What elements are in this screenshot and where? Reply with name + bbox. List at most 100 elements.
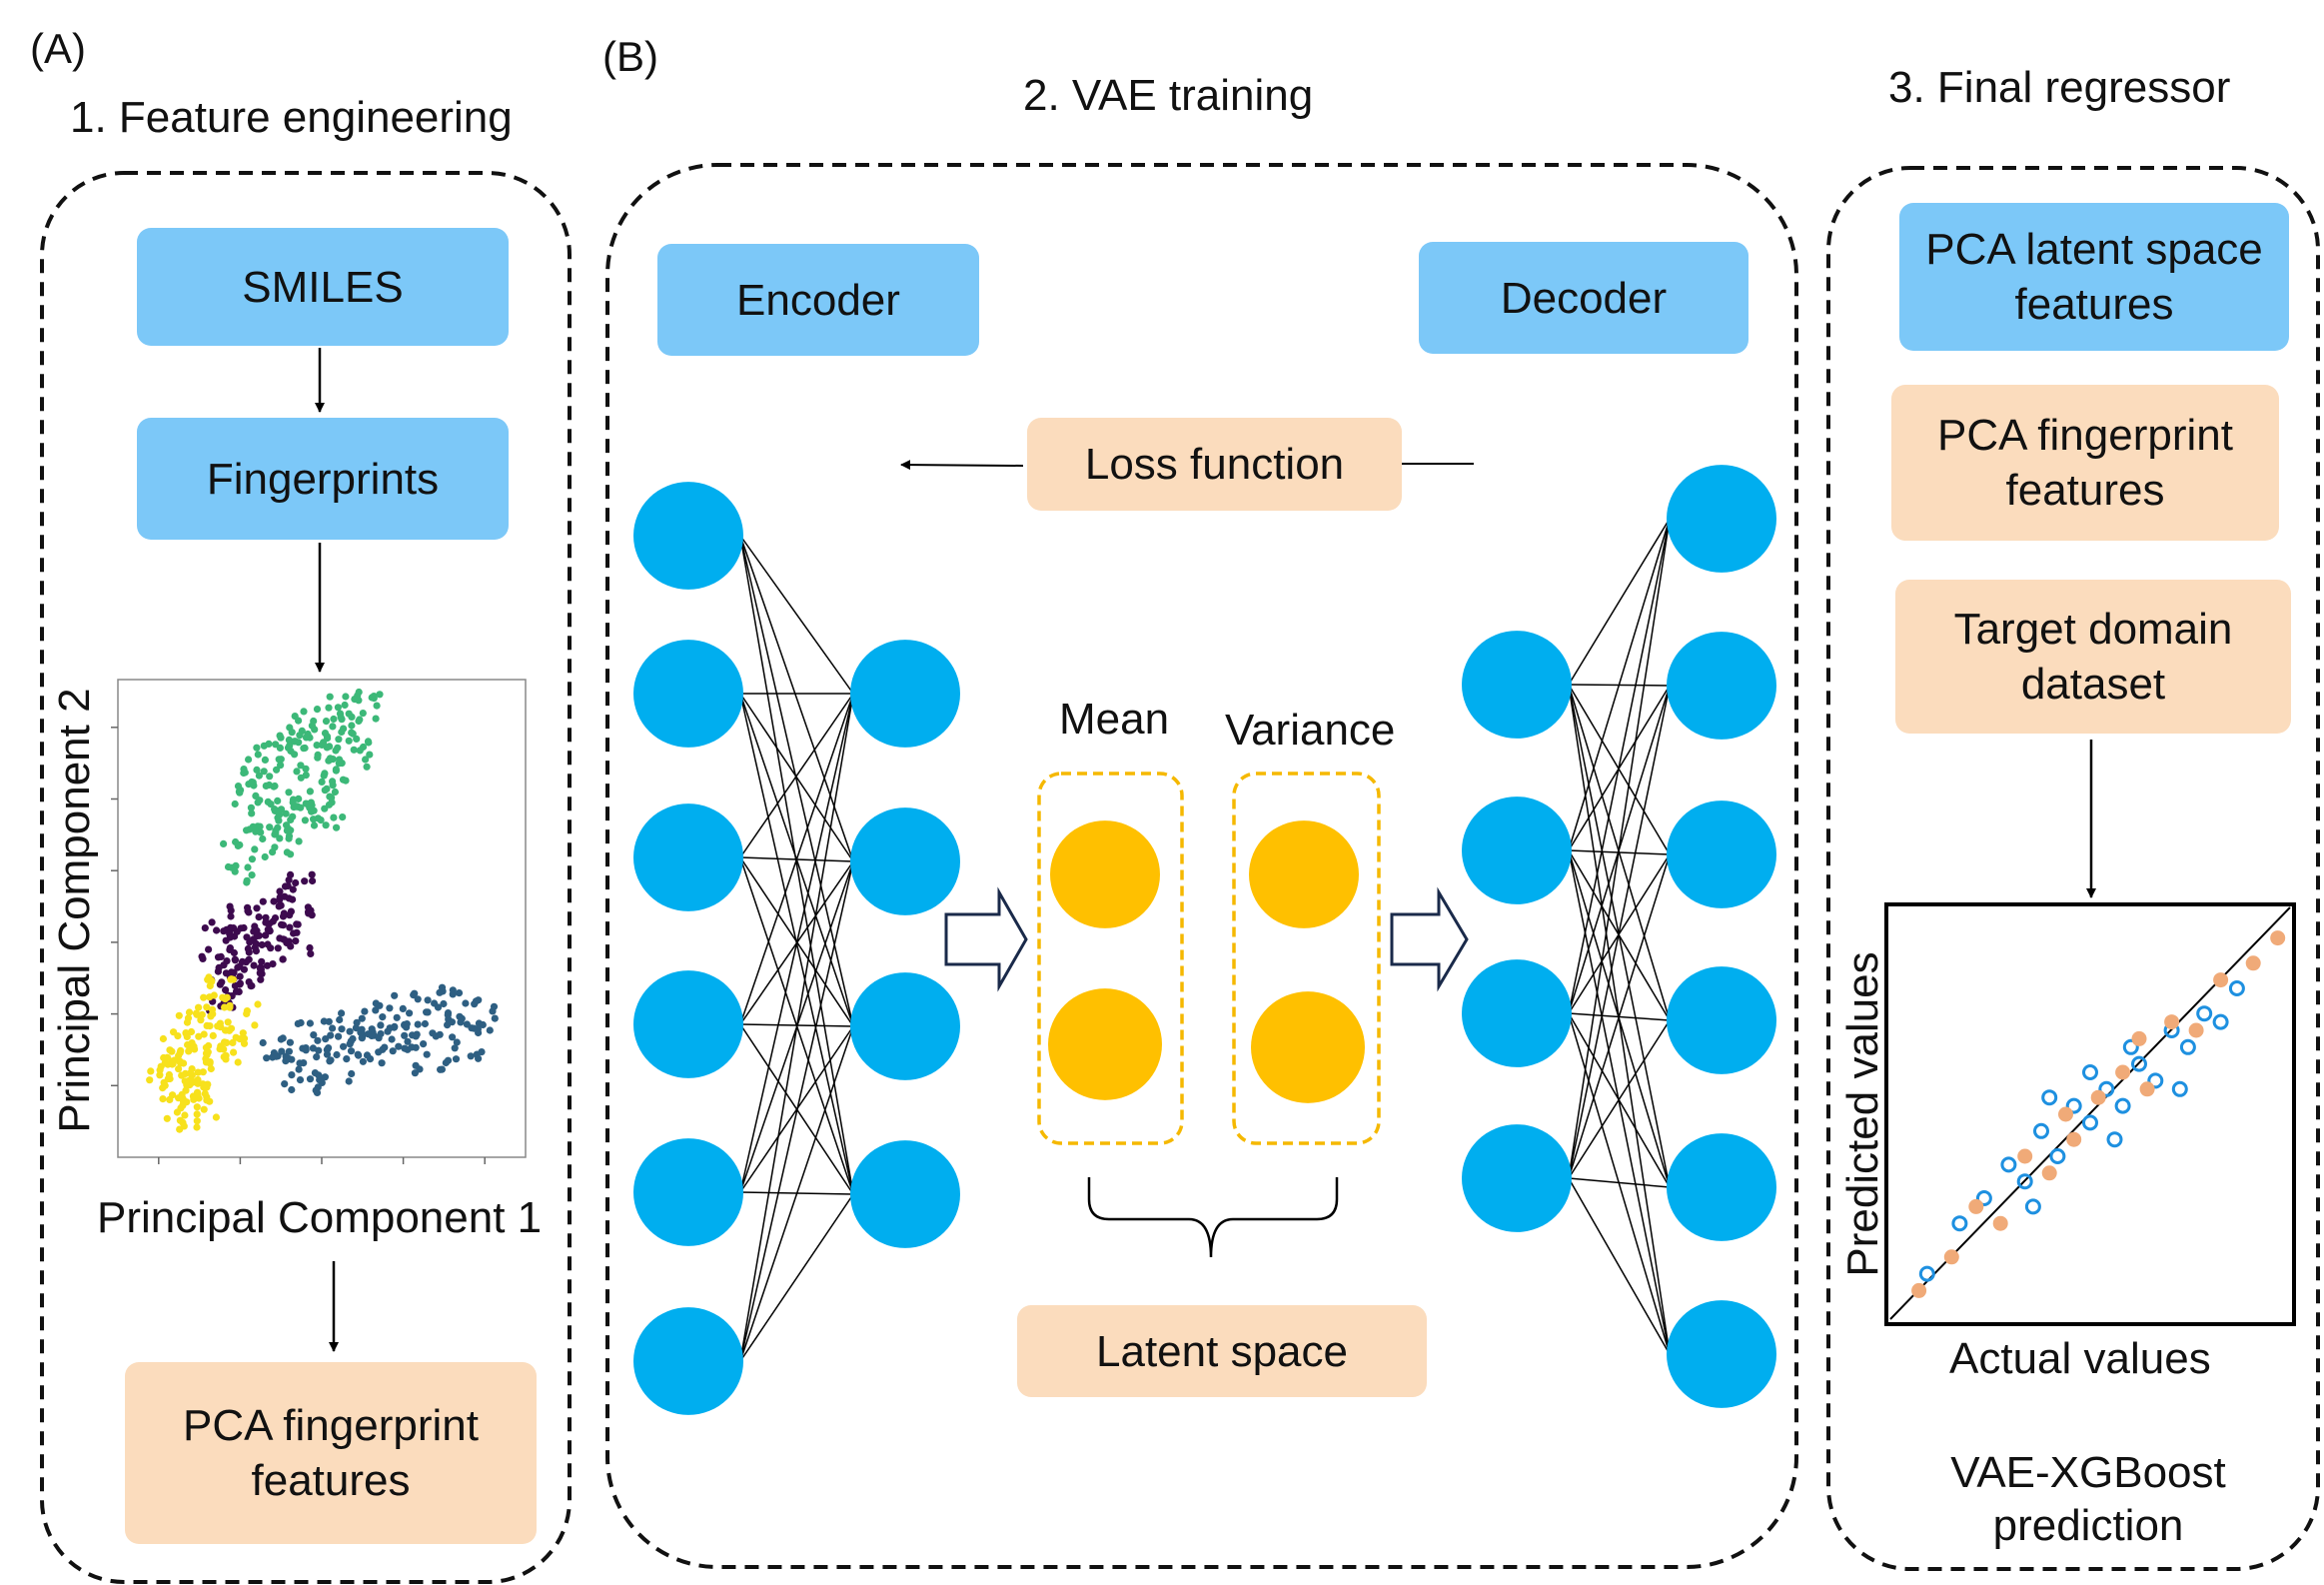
- pca-point: [207, 1012, 215, 1020]
- pca-point: [341, 701, 349, 710]
- pca-point: [379, 1013, 387, 1021]
- pca-point: [264, 925, 272, 933]
- pca-point: [321, 1073, 329, 1081]
- regression-point-open: [2147, 1072, 2164, 1089]
- network-nodes: [633, 465, 1776, 1415]
- pca-point: [271, 805, 279, 813]
- pca-point: [332, 767, 340, 775]
- pca-point: [273, 766, 281, 774]
- pca-point: [254, 1000, 262, 1008]
- pca-point: [246, 938, 254, 946]
- pca-point: [234, 1058, 242, 1066]
- pca-point: [436, 1030, 444, 1038]
- pca-point: [175, 1094, 183, 1102]
- pca-point: [229, 1038, 237, 1046]
- pca-point: [270, 1049, 278, 1057]
- pca-point: [313, 742, 321, 750]
- pca-point: [205, 1041, 213, 1050]
- pca-point: [355, 717, 363, 726]
- pca-point: [302, 765, 310, 773]
- encoder-edge: [739, 535, 854, 1195]
- pca-point: [218, 978, 226, 986]
- pca-point: [286, 1038, 294, 1046]
- pca-point: [236, 789, 244, 796]
- latent-to-decoder-arrow: [1390, 886, 1469, 992]
- pca-point: [263, 1054, 271, 1062]
- pca-point: [363, 763, 371, 771]
- pca-point: [455, 989, 464, 997]
- pca-point: [287, 907, 295, 915]
- pca-point: [302, 1046, 310, 1054]
- variance-label: Variance: [1225, 706, 1396, 755]
- regression-point-open: [1951, 1215, 1968, 1232]
- pca-point: [305, 909, 313, 917]
- pca-point: [176, 1048, 184, 1056]
- regression-plot-frame: [1884, 902, 2296, 1326]
- pca-point: [345, 710, 353, 718]
- pca-point: [330, 813, 338, 821]
- pca-point: [240, 923, 248, 932]
- pca-point: [289, 798, 297, 806]
- regression-point-open: [2033, 1122, 2049, 1139]
- pca-point: [202, 1058, 211, 1066]
- regression-point-open: [2131, 1055, 2147, 1072]
- encoder-edge: [739, 535, 854, 695]
- panel-c-title: 3. Final regressor: [1888, 63, 2231, 112]
- input-node: [633, 803, 743, 911]
- pca-point: [288, 1055, 296, 1063]
- pca-point: [274, 944, 282, 952]
- pca-fingerprint-features-label: PCA fingerprint features: [1937, 411, 2233, 515]
- pca-point: [243, 876, 251, 884]
- regression-point-open: [2000, 1156, 2017, 1173]
- pca-point: [277, 756, 285, 764]
- pca-point: [278, 1047, 286, 1055]
- pca-point: [253, 744, 261, 752]
- pca-point: [297, 803, 305, 811]
- pca-point: [220, 927, 228, 935]
- pca-point: [255, 772, 263, 780]
- panel-a-title: 1. Feature engineering: [70, 93, 513, 142]
- pca-point: [226, 944, 234, 952]
- pca-point: [330, 715, 338, 724]
- pca-point: [251, 1021, 259, 1029]
- pca-point: [315, 1046, 323, 1054]
- pca-point: [479, 1020, 487, 1029]
- pca-point: [332, 747, 340, 755]
- pca-point: [265, 919, 273, 928]
- pca-point: [205, 945, 213, 953]
- pca-point: [434, 1003, 443, 1011]
- pca-point: [164, 1074, 172, 1083]
- pca-point: [193, 1123, 201, 1131]
- pca-point: [159, 1095, 167, 1103]
- pca-point: [176, 1116, 184, 1124]
- pca-point: [318, 741, 326, 750]
- pca-point: [322, 821, 330, 829]
- pca-point: [256, 822, 264, 830]
- decoder-hidden-node: [1462, 631, 1572, 739]
- pca-point: [326, 693, 334, 701]
- pca-point: [156, 1066, 164, 1074]
- pca-point: [234, 783, 243, 791]
- pca-point: [328, 793, 336, 801]
- pca-point: [223, 957, 231, 965]
- pca-point: [340, 1042, 348, 1050]
- pca-point: [277, 901, 285, 909]
- pca-point: [372, 1006, 380, 1014]
- decoder-edge: [1568, 518, 1671, 1014]
- pca-point: [491, 1014, 499, 1022]
- pca-point: [348, 722, 356, 730]
- pca-point: [285, 937, 293, 945]
- pca-point: [353, 735, 361, 744]
- pca-point: [220, 839, 228, 848]
- pca-point: [194, 1079, 202, 1087]
- mean-node: [1048, 988, 1162, 1100]
- pca-point: [271, 782, 279, 791]
- regression-point-open: [2122, 1038, 2139, 1055]
- regression-point-filled: [2139, 1081, 2155, 1097]
- pca-point: [207, 1064, 215, 1073]
- pca-point: [372, 715, 380, 723]
- pca-point: [232, 837, 240, 846]
- regression-point-filled: [1968, 1198, 1984, 1214]
- pca-point: [193, 1117, 201, 1125]
